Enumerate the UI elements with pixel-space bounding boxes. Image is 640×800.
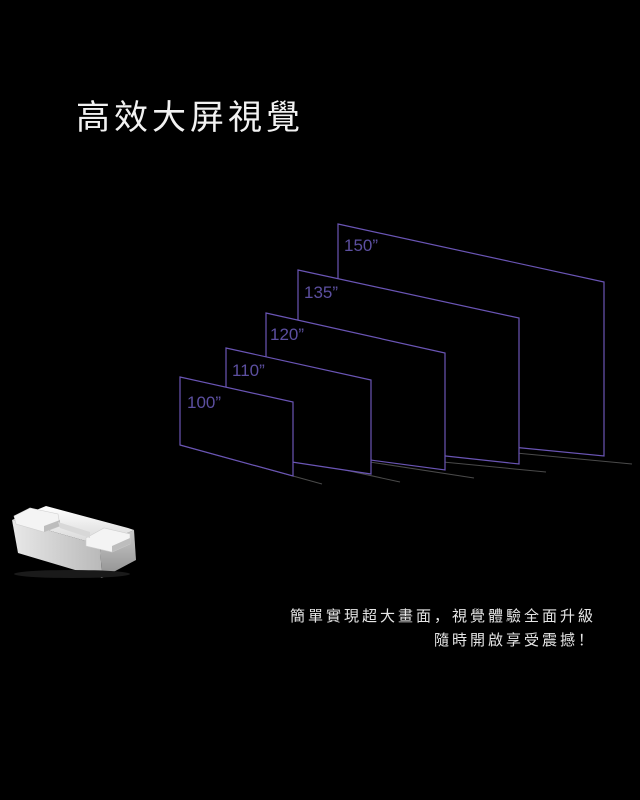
- screen-size-label: 110”: [232, 361, 265, 380]
- tagline: 簡單實現超大畫面，視覺體驗全面升級 隨時開啟享受震撼！: [176, 604, 596, 652]
- tagline-line-1: 簡單實現超大畫面，視覺體驗全面升級: [289, 607, 596, 625]
- page-headline: 高效大屏視覺: [76, 98, 304, 138]
- screen-size-label: 150”: [344, 236, 378, 255]
- screen-size-label: 100”: [187, 393, 221, 412]
- screen-size-label: 120”: [270, 325, 304, 344]
- projector-icon: [12, 506, 136, 578]
- tagline-line-2: 隨時開啟享受震撼！: [433, 631, 596, 649]
- screen-size-label: 135”: [304, 283, 338, 302]
- screen-frame-100: 100”: [179, 376, 294, 477]
